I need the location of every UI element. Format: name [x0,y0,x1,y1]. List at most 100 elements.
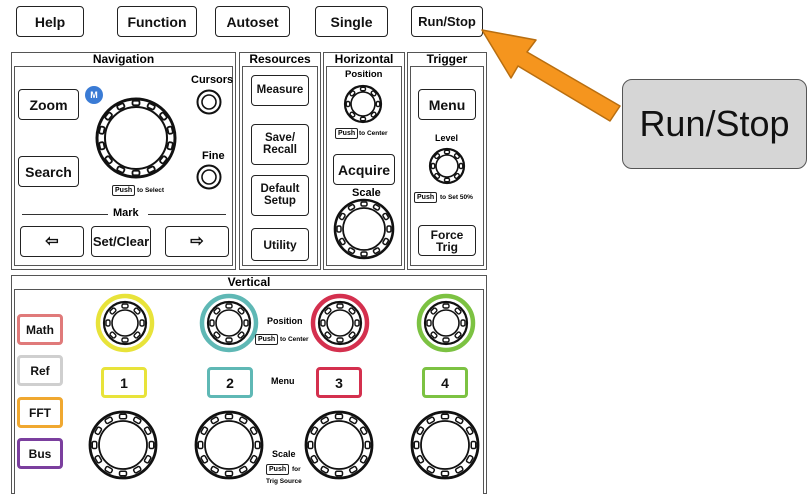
knob-grip [159,111,168,121]
callout-arrow-icon [481,29,621,122]
ch1-button[interactable]: 1 [101,367,147,398]
function-button[interactable]: Function [117,6,197,37]
knob-grip [430,162,436,170]
zoom-button[interactable]: Zoom [18,89,79,120]
ch3-button[interactable]: 3 [316,367,362,398]
trigger-title: Trigger [426,52,468,66]
ch1-scale-knob[interactable] [88,410,158,480]
fft-button[interactable]: FFT [17,397,63,428]
ch4-button[interactable]: 4 [422,367,468,398]
horizontal-title: Horizontal [334,52,394,66]
knob-grip [237,307,245,315]
help-button[interactable]: Help [16,6,84,37]
ch2-scale-knob[interactable] [194,410,264,480]
single-button[interactable]: Single [315,6,388,37]
knob-grip [426,465,436,474]
ch4-label: 4 [441,374,449,391]
knob-grip [146,165,156,174]
fine-knob[interactable] [196,164,222,190]
force-trig-label: Force Trig [430,227,464,254]
knob-grip [434,153,441,160]
knob-grip [334,470,344,477]
set-clear-button[interactable]: Set/Clear [91,226,151,257]
knob-grip [139,319,145,327]
knob-grip [336,337,344,343]
horizontal-scale-knob[interactable] [333,198,395,260]
knob-grip [133,331,141,339]
knob-grip [105,319,111,327]
acquire-button[interactable]: Acquire [333,154,395,185]
knob-grip [307,440,314,450]
cursors-label: Cursors [191,74,234,86]
vertical-position-label: Position [267,316,303,326]
default-setup-button[interactable]: Default Setup [251,175,309,216]
knob-grip [104,155,113,165]
knob-grip [249,454,258,464]
knob-grip [416,426,425,436]
knob-grip [442,303,450,309]
knob-grip [109,307,117,315]
measure-label: Measure [256,83,304,96]
navigation-multipurpose-knob[interactable] [94,96,178,180]
knob-grip [209,319,215,327]
knob-grip [347,203,356,211]
ch2-button[interactable]: 2 [207,367,253,398]
set-clear-label: Set/Clear [92,234,150,249]
knob-grip [104,111,113,121]
bus-button[interactable]: Bus [17,438,63,469]
nav-push-suffix: to Select [137,187,165,194]
horizontal-position-knob[interactable] [343,84,383,124]
save-recall-button[interactable]: Save/ Recall [251,124,309,165]
knob-grip [121,303,129,309]
knob-grip [359,454,368,464]
knob-grip [224,470,234,477]
knob-grip [370,90,377,97]
autoset-button[interactable]: Autoset [215,6,290,37]
ch3-position-knob[interactable] [310,293,370,353]
knob-grip [416,454,425,464]
prev-mark-button[interactable]: ⇦ [20,226,84,257]
knob-grip [360,201,368,207]
knob-grip [121,337,129,343]
vertical-scale-label: Scale [272,449,296,459]
knob-grip [132,416,142,425]
math-label: Math [26,322,54,337]
knob-grip [98,141,106,151]
cursors-knob[interactable] [196,89,222,115]
ch4-position-knob[interactable] [416,293,476,353]
autoset-label: Autoset [226,13,279,30]
trigger-level-knob[interactable] [428,147,466,185]
ch2-label: 2 [226,374,234,391]
horizontal-position-label: Position [345,69,383,80]
knob-grip [359,116,367,122]
knob-grip [225,303,233,309]
knob-grip [334,413,344,420]
trigger-menu-label: Menu [428,96,466,113]
measure-button[interactable]: Measure [251,75,309,106]
knob-grip [434,172,441,179]
knob-grip [359,426,368,436]
ch4-scale-knob[interactable] [410,410,480,480]
utility-button[interactable]: Utility [251,228,309,261]
vertical-title: Vertical [227,275,271,289]
ref-button[interactable]: Ref [17,355,63,386]
knob-grip [200,426,209,436]
ch3-scale-knob[interactable] [304,410,374,480]
math-button[interactable]: Math [17,314,63,345]
next-mark-button[interactable]: ⇨ [165,226,229,257]
force-trig-button[interactable]: Force Trig [418,225,476,256]
navigation-title: Navigation [92,52,155,66]
fft-label: FFT [29,405,51,420]
ref-label: Ref [30,363,50,378]
knob-grip [249,426,258,436]
knob-grip [454,331,462,339]
search-button[interactable]: Search [18,156,79,187]
run-stop-button[interactable]: Run/Stop [411,6,483,37]
ch1-label: 1 [120,374,128,391]
ch1-position-knob[interactable] [95,293,155,353]
trigger-level-label: Level [435,133,459,143]
knob-grip [413,440,420,450]
resources-title: Resources [249,52,311,66]
ch2-position-knob[interactable] [199,293,259,353]
trigger-menu-button[interactable]: Menu [418,89,476,120]
